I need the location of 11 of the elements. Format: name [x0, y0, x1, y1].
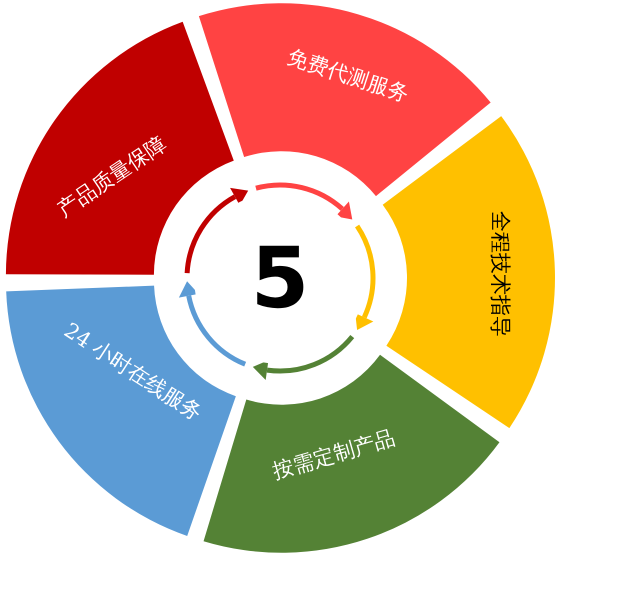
ring-segment [382, 116, 555, 429]
segment-label: 产品质量保障 [54, 133, 170, 221]
ring-segment [198, 3, 491, 197]
ring-segment [5, 21, 234, 275]
segment-label: 全程技术指导 [490, 211, 510, 337]
ring-segment [6, 285, 236, 536]
center-number: 5 [250, 236, 310, 320]
segment-label: 按需定制产品 [270, 428, 398, 482]
segment-label: 24 小时在线服务 [60, 320, 206, 424]
ring-segment [203, 354, 500, 553]
segment-label: 免费代测服务 [284, 46, 412, 106]
